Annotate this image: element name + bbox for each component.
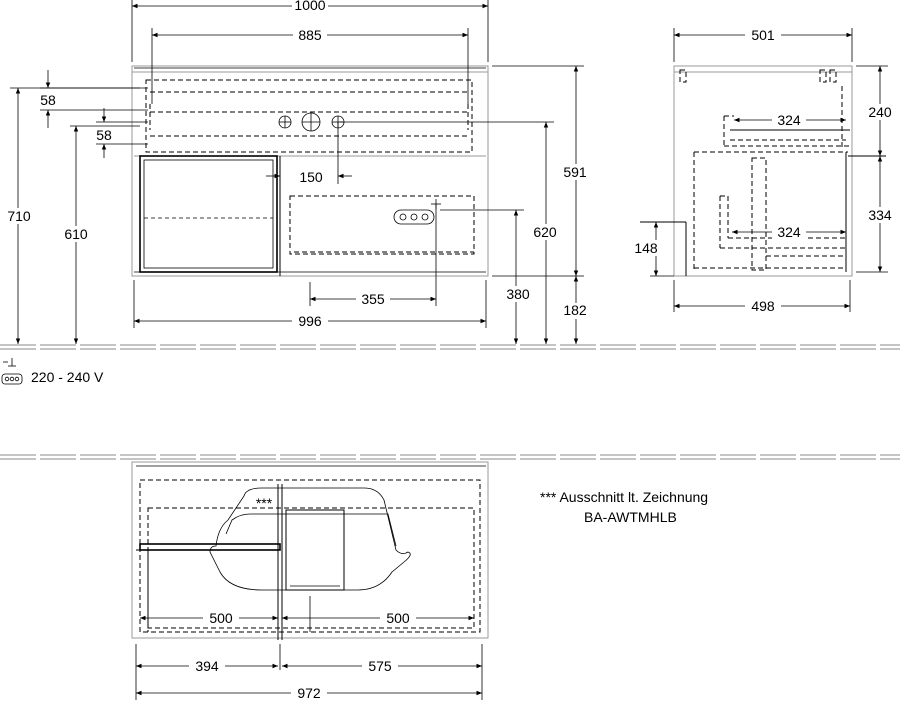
lower-drawer-hidden [289,195,475,255]
dim-base-depth: 498 [751,298,775,314]
dim-lower-shelf: 324 [777,224,801,240]
dim-left-half: 500 [209,610,233,626]
note-line-2: BA-AWTMHLB [584,509,677,525]
socket-outlet [393,209,435,225]
dim-body-height-right: 620 [533,224,557,240]
dim-body-height-left: 610 [64,226,88,242]
front-view: 1000 885 58 58 710 610 150 [4,0,591,344]
dim-total-height: 710 [7,208,31,224]
side-view: 501 240 324 324 334 148 498 [630,27,896,314]
dim-inner-width: 885 [298,27,322,43]
dim-lower-height: 334 [868,207,892,223]
note-line-1: *** Ausschnitt lt. Zeichnung [540,489,708,505]
dim-upper-depth: 240 [868,104,892,120]
dim-cutout-offset: 150 [299,169,323,185]
dim-upper-height: 591 [563,164,587,180]
dim-right-offset: 575 [368,658,392,674]
dim-top-offset-1: 58 [40,92,56,108]
dim-right-half: 500 [386,610,410,626]
dim-total-width: 972 [297,685,321,701]
dim-socket-height: 380 [506,286,530,302]
basin-cutout [209,487,411,591]
dim-upper-shelf: 324 [777,112,801,128]
top-cabinet-outline [131,461,489,639]
top-view: *** 500 500 394 575 972 [131,461,489,701]
dim-top-offset-2: 58 [96,127,112,143]
cutout-marker: *** [256,495,273,511]
dim-inner-base-width: 996 [298,313,322,329]
left-shelf-unit [139,155,278,273]
upper-drawer-hidden [145,79,473,153]
side-cabinet-outline [673,65,853,277]
dim-overall-width: 1000 [294,0,325,13]
voltage-label: 220 - 240 V [31,369,104,385]
front-cabinet-outline [131,65,489,277]
dim-left-offset: 394 [195,658,219,674]
dim-socket-offset: 355 [361,291,385,307]
socket-icon [1,358,23,385]
dim-top-depth: 501 [751,27,775,43]
siphon-fittings [278,112,345,132]
dim-base-height: 148 [634,240,658,256]
dim-plinth-height: 182 [563,302,587,318]
